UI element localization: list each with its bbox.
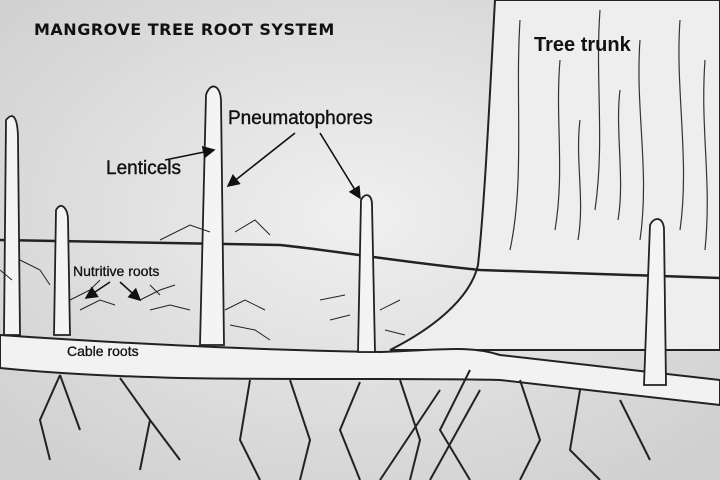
pneumatophores-label: Pneumatophores — [228, 108, 373, 129]
underground-roots — [38, 369, 651, 480]
nutritive-roots — [0, 219, 406, 341]
nutritive-roots-label: Nutritive roots — [73, 263, 160, 279]
nutritive-roots-arrow-left — [84, 281, 111, 299]
trunk-bark-lines — [509, 9, 708, 251]
lenticels-arrow — [164, 145, 216, 161]
lenticels-label: Lenticels — [106, 158, 181, 179]
label-arrows — [84, 132, 361, 302]
tree-trunk-label: Tree trunk — [534, 34, 631, 56]
tree-trunk — [389, 0, 720, 351]
pneumatophores-arrow-right — [319, 132, 361, 200]
cable-root — [0, 333, 720, 407]
pneumatophores-arrow-left — [226, 132, 296, 187]
nutritive-roots-arrow-right — [119, 281, 142, 302]
diagram-title: MANGROVE TREE ROOT SYSTEM — [34, 20, 335, 39]
cable-roots-label: Cable roots — [67, 343, 139, 359]
